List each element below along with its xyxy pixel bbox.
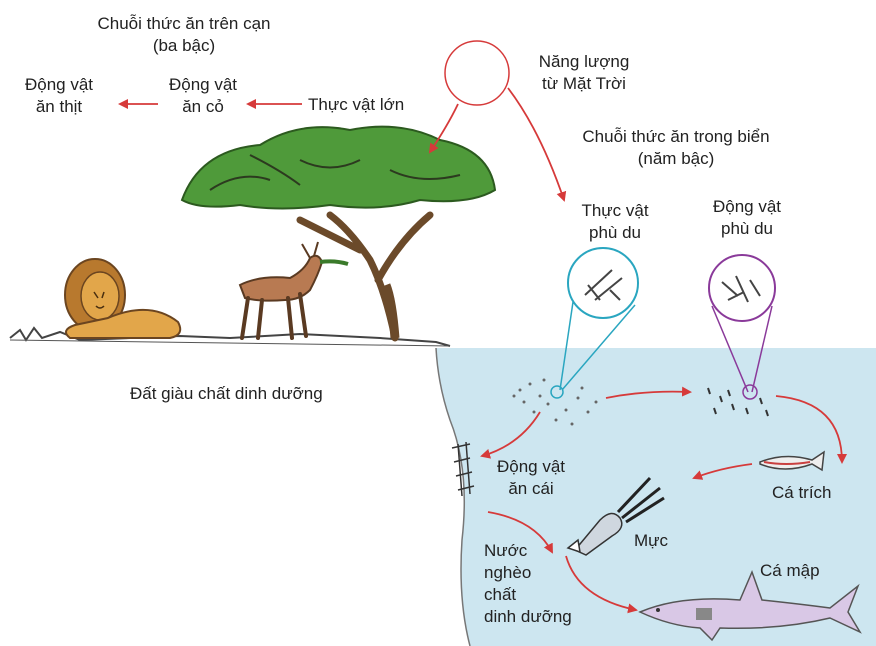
label-herbivore-line1: Động vật	[158, 74, 248, 96]
label-poor-water: Nước nghèo chất dinh dưỡng	[484, 540, 572, 628]
land-chain-title: Chuỗi thức ăn trên cạn (ba bậc)	[86, 13, 282, 57]
label-shark: Cá mập	[760, 560, 820, 582]
label-filter-line2: ăn cái	[484, 478, 578, 500]
label-herbivore-line2: ăn cỏ	[158, 96, 248, 118]
label-zoo-line1: Động vật	[700, 196, 794, 218]
label-phytoplankton: Thực vật phù du	[568, 200, 662, 244]
tree-icon	[182, 127, 495, 338]
deer-icon	[240, 242, 348, 338]
label-poor-line4: dinh dưỡng	[484, 606, 572, 628]
label-sun-energy: Năng lượng từ Mặt Trời	[524, 51, 644, 95]
ground-line	[10, 340, 450, 346]
sea-chain-title-line1: Chuỗi thức ăn trong biển	[560, 126, 792, 148]
label-poor-line1: Nước	[484, 540, 572, 562]
sun-icon	[445, 41, 509, 105]
label-zooplankton: Động vật phù du	[700, 196, 794, 240]
label-soil: Đất giàu chất dinh dưỡng	[130, 383, 323, 405]
label-sun-line1: Năng lượng	[524, 51, 644, 73]
label-filter-line1: Động vật	[484, 456, 578, 478]
label-herbivore: Động vật ăn cỏ	[158, 74, 248, 118]
land-chain-title-line2: (ba bậc)	[86, 35, 282, 57]
lion-icon	[65, 259, 180, 338]
label-phyto-line2: phù du	[568, 222, 662, 244]
label-filter-feeder: Động vật ăn cái	[484, 456, 578, 500]
label-phyto-line1: Thực vật	[568, 200, 662, 222]
sea-chain-title-line2: (năm bậc)	[560, 148, 792, 170]
land-chain-title-line1: Chuỗi thức ăn trên cạn	[86, 13, 282, 35]
label-carnivore: Động vật ăn thịt	[14, 74, 104, 118]
label-large-plant: Thực vật lớn	[308, 94, 404, 116]
label-herring: Cá trích	[772, 482, 832, 504]
label-sun-line2: từ Mặt Trời	[524, 73, 644, 95]
label-carnivore-line1: Động vật	[14, 74, 104, 96]
label-poor-line2: nghèo	[484, 562, 572, 584]
arrow-sun-to-phyto	[508, 88, 564, 200]
sea-chain-title: Chuỗi thức ăn trong biển (năm bậc)	[560, 126, 792, 170]
label-squid: Mực	[634, 530, 668, 552]
label-carnivore-line2: ăn thịt	[14, 96, 104, 118]
label-zoo-line2: phù du	[700, 218, 794, 240]
label-poor-line3: chất	[484, 584, 572, 606]
